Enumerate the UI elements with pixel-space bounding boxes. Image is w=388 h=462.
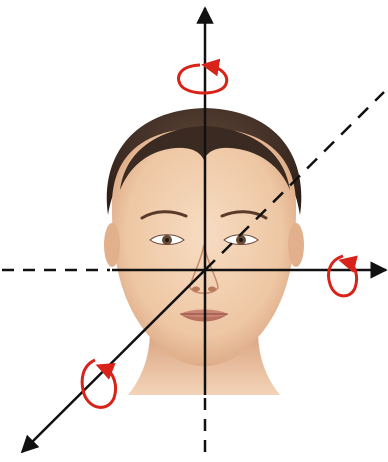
- horizontal-axis-rotation-icon: [329, 256, 357, 296]
- depth-axis-rotation-icon: [82, 360, 115, 407]
- right-ear: [288, 223, 304, 267]
- vertical-axis-rotation-icon: [179, 65, 227, 93]
- left-ear: [104, 223, 120, 267]
